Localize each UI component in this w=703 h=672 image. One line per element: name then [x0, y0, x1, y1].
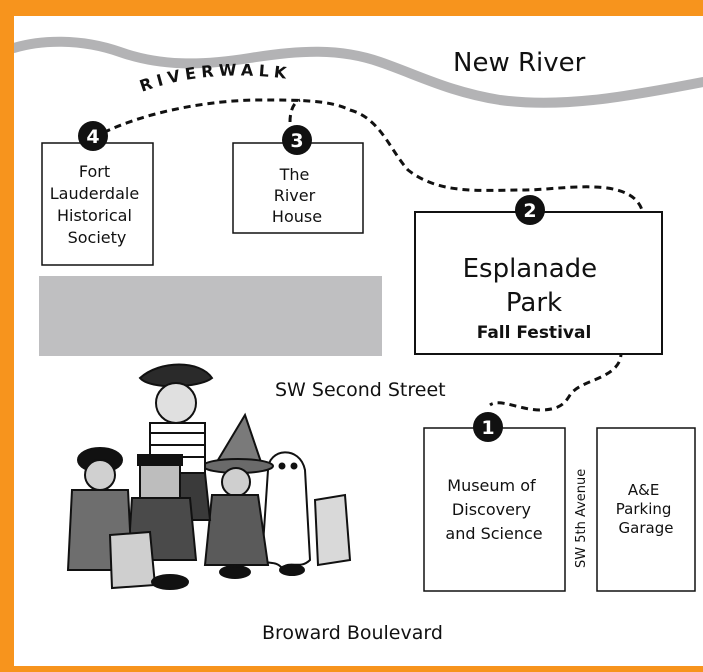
parking-label: A&E Parking Garage: [616, 481, 676, 537]
walking-route: [92, 98, 645, 412]
svg-text:1: 1: [481, 417, 494, 439]
svg-text:2: 2: [523, 200, 536, 222]
new-river: [14, 36, 703, 108]
boulevard-label: Broward Boulevard: [262, 622, 443, 644]
stop-2-marker[interactable]: 2: [515, 195, 545, 225]
stop-4-building: [41, 142, 154, 266]
trick-or-treat-kids-illustration: [66, 363, 352, 590]
stop-2-building: [414, 211, 663, 355]
stop-1-building: [423, 427, 566, 592]
stop-3-building: [232, 142, 364, 234]
stop-4-marker[interactable]: 4: [78, 121, 108, 151]
street-label: SW Second Street: [275, 379, 446, 401]
stop-3-label: The River House: [272, 165, 322, 226]
svg-text:4: 4: [86, 126, 99, 148]
stop-1-label: Museum of Discovery and Science: [445, 476, 542, 543]
stop-1-marker[interactable]: 1: [473, 412, 503, 442]
avenue-label: SW 5th Avenue: [574, 469, 589, 568]
svg-text:3: 3: [290, 130, 303, 152]
stop-2-subtitle: Fall Festival: [477, 323, 592, 343]
stop-3-marker[interactable]: 3: [282, 125, 312, 155]
stop-2-label: Esplanade Park: [463, 254, 606, 318]
river-label: New River: [453, 48, 586, 78]
gray-block: [39, 276, 382, 356]
parking-garage: [596, 427, 696, 592]
stop-4-label: Fort Lauderdale Historical Society: [50, 162, 145, 247]
